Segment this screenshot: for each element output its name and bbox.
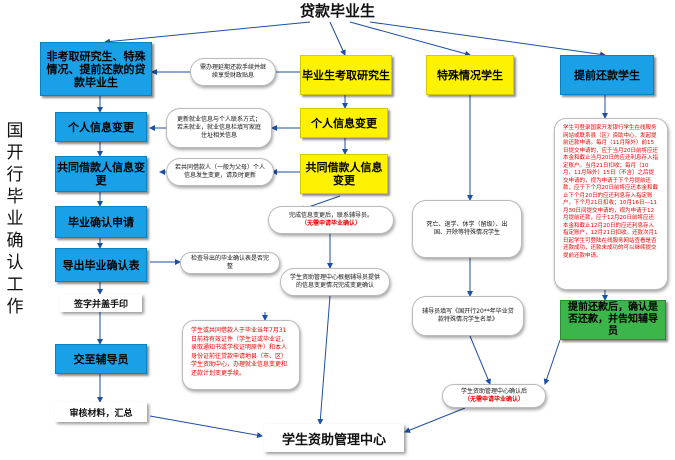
note-update-info: 更新就业信息与个人联系方式；若未就业，就业信息栏填写家庭住址相关信息 (166, 108, 272, 148)
note-counselor-fill: 辅导员填写《国开行20**年毕业贷款特殊情况学生名单》 (412, 296, 524, 336)
side-label: 国开行毕业确认工作 (6, 121, 24, 317)
note-defer: 需办理延期还款手续并继续享受财政贴息 (190, 58, 276, 86)
grad-column-header: 毕业生考取研究生 (300, 55, 392, 95)
note-center-feedback: 学生资助管理中心根据辅导员提供的信息变更情况完成变更确认 (280, 268, 390, 296)
left-step-sign: 签字并盖手印 (60, 294, 142, 312)
special-column-header: 特殊情况学生 (426, 55, 514, 95)
note-early-repay: 学生可登录国家开发银行学生在线服务网站或联系县（区）资助中心，发起提前还款申请。… (554, 118, 668, 290)
note-center-confirm: 学生资助管理中心确认后 （无需申请毕业确认） (442, 384, 546, 408)
diagram-title: 贷款毕业生 (299, 2, 375, 20)
note-special-cases: 死亡、退学、休学（留级）、出国、开除等特殊情况学生 (412, 200, 522, 258)
left-step-coborrower-info: 共同借款人信息变更 (55, 156, 147, 192)
left-column-header: 非考取研究生、特殊情况、提前还款的贷款毕业生 (40, 42, 152, 96)
grad-step-personal-info: 个人信息变更 (300, 108, 388, 138)
note-check-export: 检查导出的毕业确认表是否完整 (180, 252, 280, 274)
left-step-export-form: 导出毕业确认表 (55, 248, 147, 282)
early-result: 提前还款后，确认是否还款，并告知辅导员 (560, 300, 666, 340)
note-coborrower: 若共同借款人（一般为父母）个人信息发生变更，请及时更新 (166, 158, 274, 186)
early-column-header: 提前还款学生 (560, 55, 654, 95)
destination-center: 学生资助管理中心 (264, 424, 404, 452)
grad-step-coborrower-info: 共同借款人信息变更 (300, 154, 388, 194)
left-step-personal-info: 个人信息变更 (55, 112, 147, 142)
note-after-update: 完成信息变更后，联系辅导员。 （无需申请毕业确认） (268, 206, 394, 234)
note-coborrower-deadline: 学生或共同借款人于毕业当年7月31日前持有效证件（学生证或毕业证，录取通知书或学… (182, 320, 300, 390)
left-step-review: 审核材料，汇总 (55, 402, 147, 422)
left-step-submit-counselor: 交至辅导员 (55, 344, 147, 374)
left-step-graduation-apply: 毕业确认申请 (55, 206, 147, 238)
